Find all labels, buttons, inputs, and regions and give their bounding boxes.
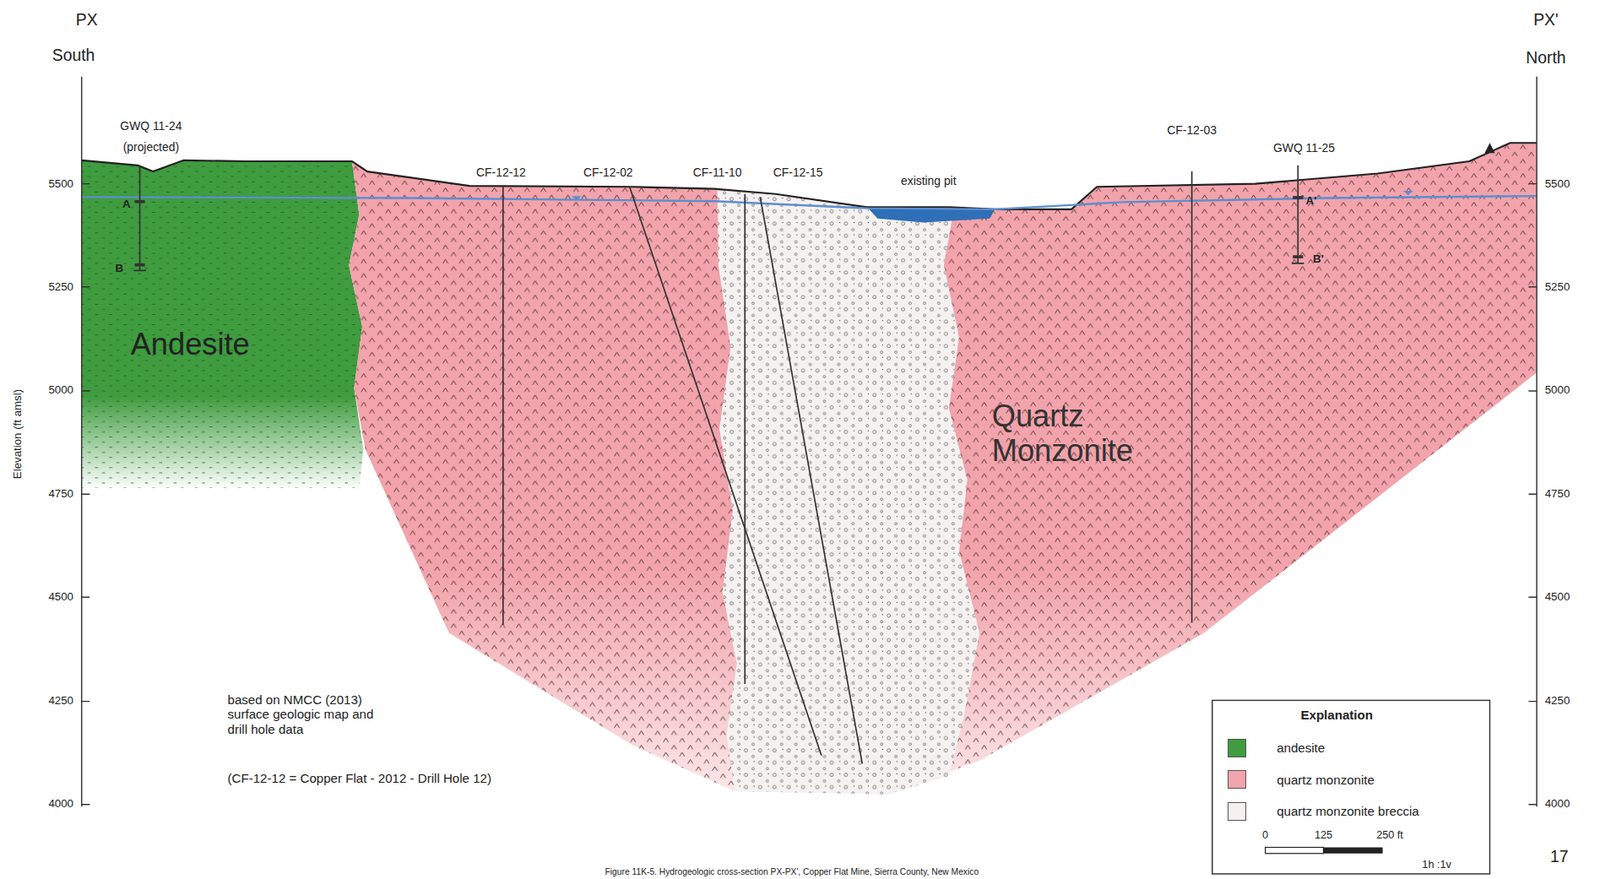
label: Andesite <box>130 327 250 364</box>
label: A' <box>1306 194 1318 207</box>
legend-text: quartz monzonite <box>1276 772 1375 787</box>
legend-swatch <box>1227 738 1247 758</box>
legend-text: quartz monzonite breccia <box>1276 803 1420 819</box>
legend-entry: quartz monzonite breccia <box>1227 802 1420 821</box>
label: South <box>52 46 96 66</box>
caption: Figure 11K-5. Hydrogeologic cross-sectio… <box>605 867 980 878</box>
label: PX' <box>1533 10 1558 30</box>
label: 4250 <box>48 694 74 707</box>
label: CF-12-03 <box>1166 124 1217 138</box>
legend-swatch <box>1227 802 1247 821</box>
label: (CF-12-12 = Copper Flat - 2012 - Drill H… <box>227 770 492 786</box>
label: GWQ 11-24 <box>119 119 182 134</box>
label: PX <box>75 10 98 30</box>
label: 5250 <box>48 280 74 293</box>
label: based on NMCC (2013) surface geologic ma… <box>227 692 376 737</box>
label: 1h :1v <box>1421 857 1452 871</box>
label: 4000 <box>48 797 74 811</box>
label: 4750 <box>48 487 74 500</box>
label: Quartz Monzonite <box>992 398 1197 469</box>
label: 5500 <box>48 177 74 190</box>
label: CF-12-12 <box>476 166 527 180</box>
label: 17 <box>1550 847 1569 867</box>
label: (projected) <box>123 141 179 155</box>
label: existing pit <box>898 174 960 189</box>
legend-entry: quartz monzonite <box>1227 770 1375 789</box>
legend-entry: andesite <box>1227 738 1325 758</box>
label: 5250 <box>1545 280 1571 293</box>
label: 5000 <box>1545 384 1571 397</box>
label: B <box>115 261 125 275</box>
label: B' <box>1312 252 1324 266</box>
label: North <box>1525 48 1566 68</box>
label: 4500 <box>48 591 74 604</box>
label: 125 <box>1314 828 1333 841</box>
label: 4250 <box>1545 694 1571 707</box>
label: A <box>122 197 131 211</box>
label: Explanation <box>1300 708 1373 723</box>
label: 5000 <box>48 384 74 397</box>
label: Elevation (ft amsl) <box>10 388 24 478</box>
label: 4500 <box>1545 591 1571 604</box>
label: GWQ 11-25 <box>1273 141 1335 156</box>
label: 5500 <box>1545 177 1571 190</box>
label: 4000 <box>1545 797 1571 811</box>
label: 250 ft <box>1376 828 1404 841</box>
label: CF-12-02 <box>583 166 634 180</box>
label: 4750 <box>1545 487 1571 500</box>
label: CF-11-10 <box>693 166 743 180</box>
legend-swatch <box>1227 770 1247 789</box>
legend-text: andesite <box>1276 740 1325 755</box>
label: 0 <box>1262 828 1269 841</box>
label: CF-12-15 <box>773 166 824 180</box>
